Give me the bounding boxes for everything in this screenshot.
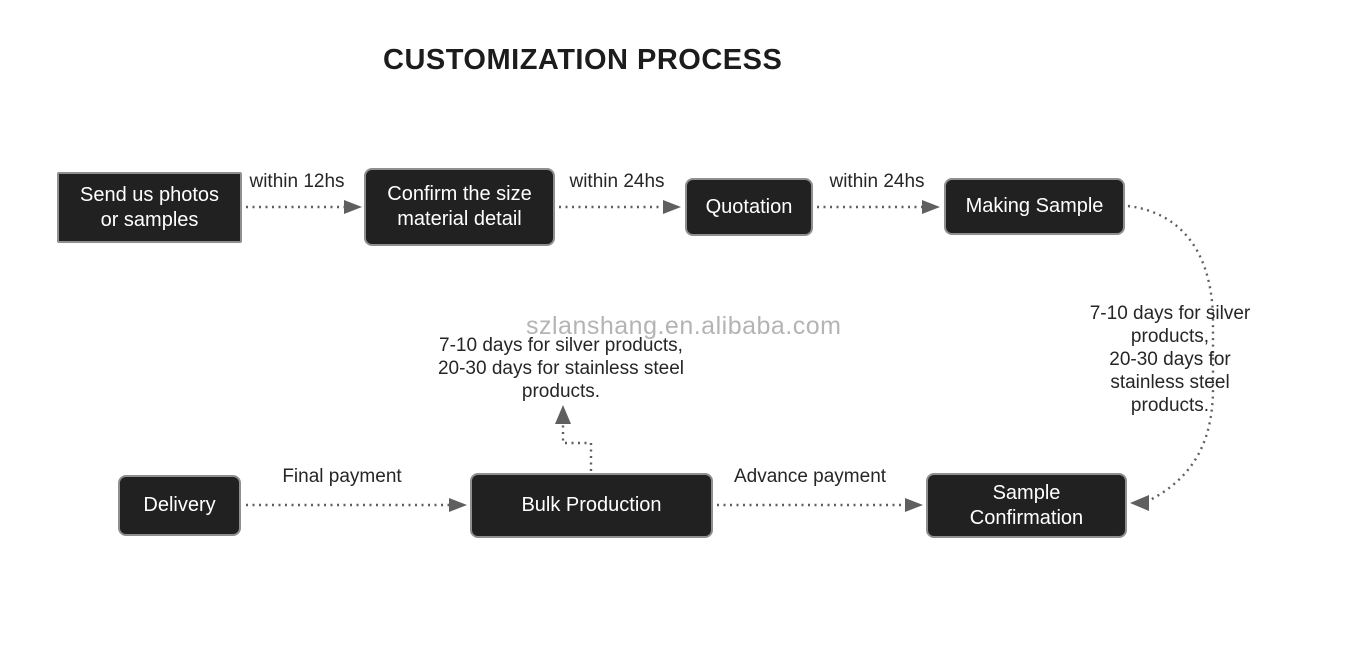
arrow-quotation-to-making [817, 200, 940, 214]
edge-label-final-payment: Final payment [282, 466, 402, 487]
node-send-us-photos: Send us photos or samples [57, 172, 242, 243]
annotation-making-sample-time: 7-10 days for silver products, 20-30 day… [1089, 303, 1251, 416]
annotation-bulk-production-time: 7-10 days for silver products, 20-30 day… [437, 335, 685, 402]
page-title: CUSTOMIZATION PROCESS [383, 44, 783, 76]
node-bulk-production: Bulk Production [470, 473, 713, 538]
node-sample-confirmation: Sample Confirmation [926, 473, 1127, 538]
node-making-sample: Making Sample [944, 178, 1125, 235]
arrow-making-to-sample-curve [1127, 204, 1215, 511]
edge-label-within-24hs-1: within 24hs [569, 171, 665, 192]
node-quotation: Quotation [685, 178, 813, 236]
arrow-confirm-to-quotation [559, 200, 681, 214]
node-confirm-size-material: Confirm the size material detail [364, 168, 555, 246]
arrow-delivery-to-bulk [246, 498, 467, 512]
arrow-send-to-confirm [246, 200, 362, 214]
edge-label-advance-payment: Advance payment [733, 466, 887, 487]
watermark: szlanshang.en.alibaba.com [526, 312, 842, 340]
arrow-bulk-to-sample [717, 498, 923, 512]
arrow-bulk-to-annotation [555, 405, 593, 471]
edge-label-within-24hs-2: within 24hs [829, 171, 925, 192]
edge-label-within-12hs: within 12hs [249, 171, 345, 192]
node-delivery: Delivery [118, 475, 241, 536]
